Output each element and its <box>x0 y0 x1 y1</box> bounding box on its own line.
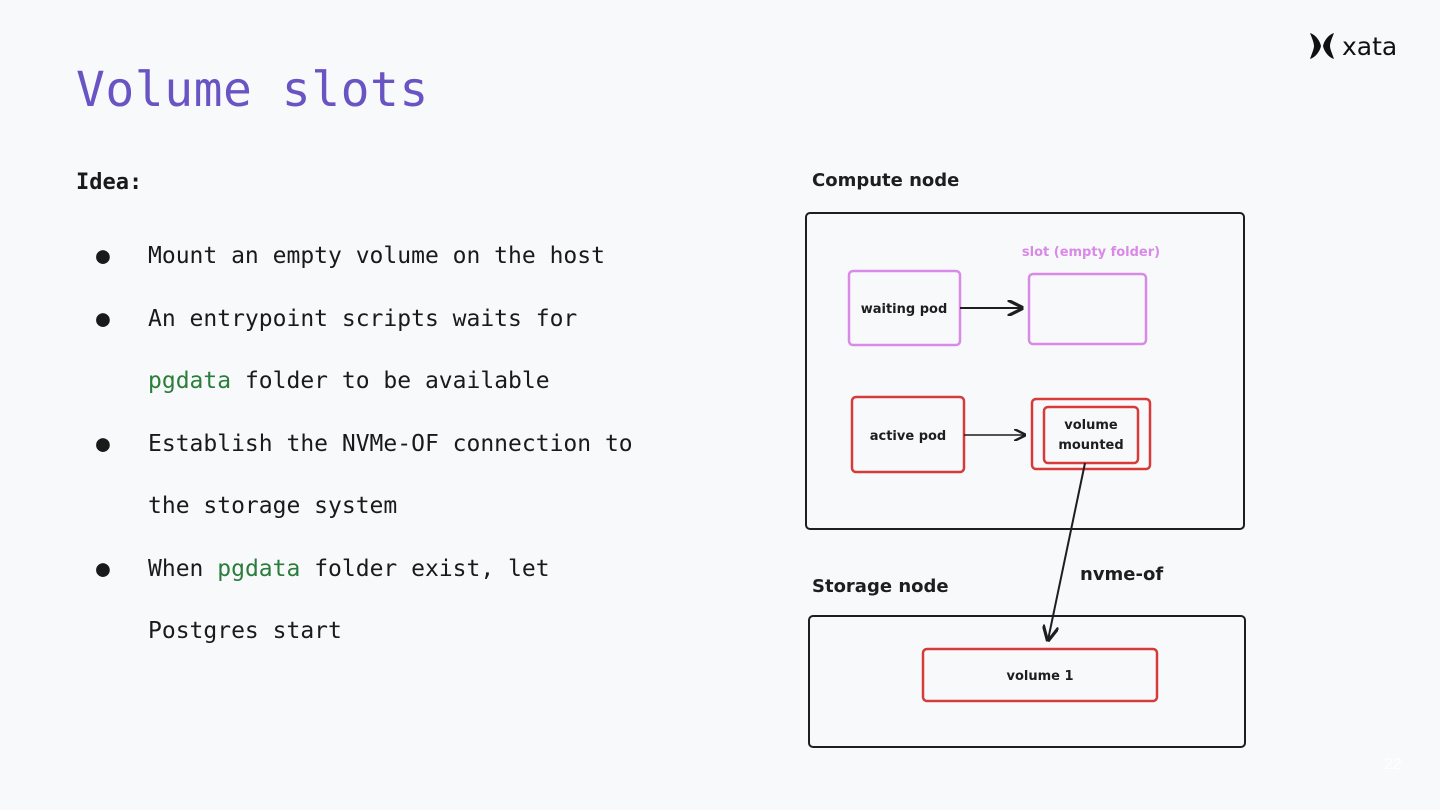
code-pgdata: pgdata <box>217 555 301 582</box>
volume1-box <box>921 647 1159 703</box>
idea-label: Idea: <box>76 170 143 195</box>
volume-mounted-label-2: mounted <box>1058 438 1123 453</box>
xata-butterfly-icon <box>1310 33 1334 59</box>
bullet-list: ● Mount an empty volume on the host ● An e… <box>96 225 736 663</box>
page-number: 22 <box>1384 756 1402 773</box>
bullet-dot-icon: ● <box>96 243 110 269</box>
compute-node-label: Compute node <box>812 170 959 191</box>
compute-node-box <box>805 212 1245 530</box>
storage-node-label: Storage node <box>812 576 949 597</box>
volume-mounted-label-1: volume <box>1064 418 1118 433</box>
xata-logo: xata <box>1308 30 1412 62</box>
slot-box <box>1027 272 1148 346</box>
nvme-arrow <box>1048 462 1086 640</box>
bullet-item: ● Mount an empty volume on the host <box>96 225 736 288</box>
bullet-text: Establish the NVMe-OF connection to <box>148 430 633 457</box>
bullet-item: ● An entrypoint scripts waits for pgdata f… <box>96 288 736 413</box>
bullet-text: folder exist, let <box>300 555 550 582</box>
bullet-text: An entrypoint scripts waits for <box>148 305 578 332</box>
bullet-dot-icon: ● <box>96 555 110 582</box>
nvme-label: nvme-of <box>1080 564 1163 585</box>
bullet-text: Mount an empty volume on the host <box>148 243 605 269</box>
slot-label: slot (empty folder) <box>1022 245 1160 260</box>
bullet-dot-icon: ● <box>96 305 110 332</box>
bullet-item: ● Establish the NVMe-OF connection to the … <box>96 413 736 538</box>
code-pgdata: pgdata <box>148 368 232 394</box>
waiting-pod-label: waiting pod <box>861 302 948 317</box>
logo-text: xata <box>1342 31 1398 61</box>
bullet-text: When <box>148 555 218 582</box>
slot-mounted-box <box>1030 397 1152 471</box>
bullet-text: folder to be available <box>231 368 550 394</box>
slide-title: Volume slots <box>76 62 429 118</box>
volume-mounted-box <box>1042 405 1140 465</box>
active-pod-label: active pod <box>870 429 947 444</box>
storage-node-box <box>808 615 1246 748</box>
bullet-text: the storage system <box>148 493 398 519</box>
bullet-dot-icon: ● <box>96 430 110 457</box>
bullet-text: Postgres start <box>148 618 342 644</box>
volume1-label: volume 1 <box>1006 669 1073 684</box>
